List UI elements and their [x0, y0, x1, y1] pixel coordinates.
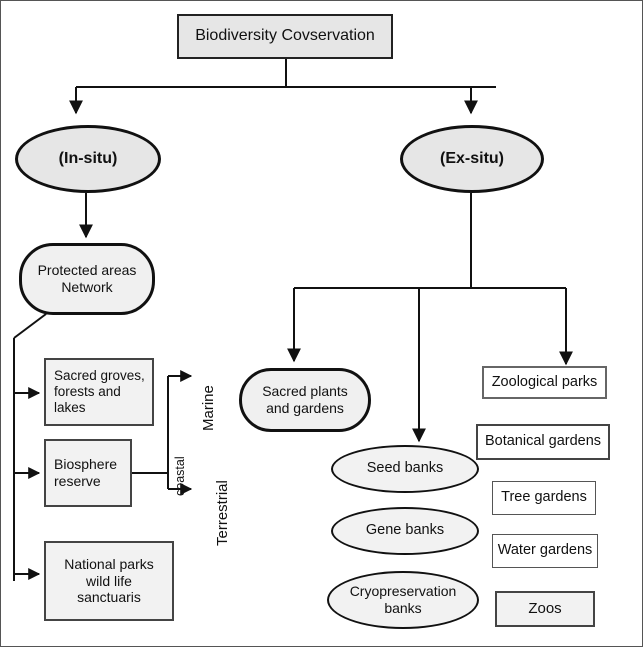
node-biosphere-reserve[interactable]: Biosphere reserve [44, 439, 132, 507]
root-node-biodiversity-conservation[interactable]: Biodiversity Covservation [177, 14, 393, 59]
node-ex-situ[interactable]: (Ex-situ) [400, 125, 544, 193]
label-terrestrial: Terrestrial [214, 480, 231, 546]
node-zoological-parks[interactable]: Zoological parks [482, 366, 607, 399]
node-sacred-groves-forests-lakes[interactable]: Sacred groves, forests and lakes [44, 358, 154, 426]
node-sacred-plants-and-gardens[interactable]: Sacred plants and gardens [239, 368, 371, 432]
label-coastal: coastal [173, 456, 187, 496]
label-marine: Marine [200, 385, 217, 431]
node-cryopreservation-banks[interactable]: Cryopreservation banks [327, 571, 479, 629]
node-gene-banks[interactable]: Gene banks [331, 507, 479, 555]
node-seed-banks[interactable]: Seed banks [331, 445, 479, 493]
node-water-gardens[interactable]: Water gardens [492, 534, 598, 568]
node-national-parks-wildlife-sanctuaries[interactable]: National parks wild life sanctuaris [44, 541, 174, 621]
node-botanical-gardens[interactable]: Botanical gardens [476, 424, 610, 460]
node-zoos[interactable]: Zoos [495, 591, 595, 627]
node-in-situ[interactable]: (In-situ) [15, 125, 161, 193]
node-tree-gardens[interactable]: Tree gardens [492, 481, 596, 515]
node-protected-areas-network[interactable]: Protected areas Network [19, 243, 155, 315]
